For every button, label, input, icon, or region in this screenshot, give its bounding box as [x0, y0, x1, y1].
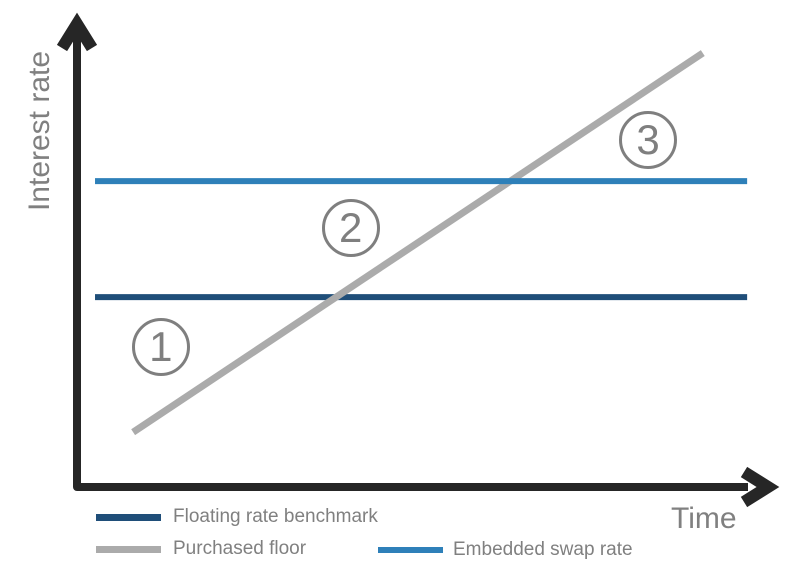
legend-swatch-floating-rate	[96, 514, 161, 521]
axes-lines	[73, 34, 748, 491]
y-axis-label: Interest rate	[23, 50, 56, 212]
legend-swatch-purchased-floor	[96, 546, 161, 553]
series-group	[95, 50, 748, 436]
marker-circle-3: 3	[619, 110, 678, 169]
marker-circle-2: 2	[321, 199, 380, 258]
legend-swatch-embedded-swap	[378, 547, 443, 553]
legend-label-floating-rate: Floating rate benchmark	[173, 506, 378, 527]
legend-label-purchased-floor: Purchased floor	[173, 538, 307, 559]
marker-circle-1: 1	[131, 317, 190, 376]
legend-label-embedded-swap: Embedded swap rate	[453, 539, 633, 560]
series-line-purchased-floor	[131, 50, 705, 436]
x-axis-arrowhead-icon	[740, 466, 780, 508]
x-axis-label: Time	[671, 502, 737, 535]
y-axis-arrowhead-icon	[56, 12, 98, 52]
